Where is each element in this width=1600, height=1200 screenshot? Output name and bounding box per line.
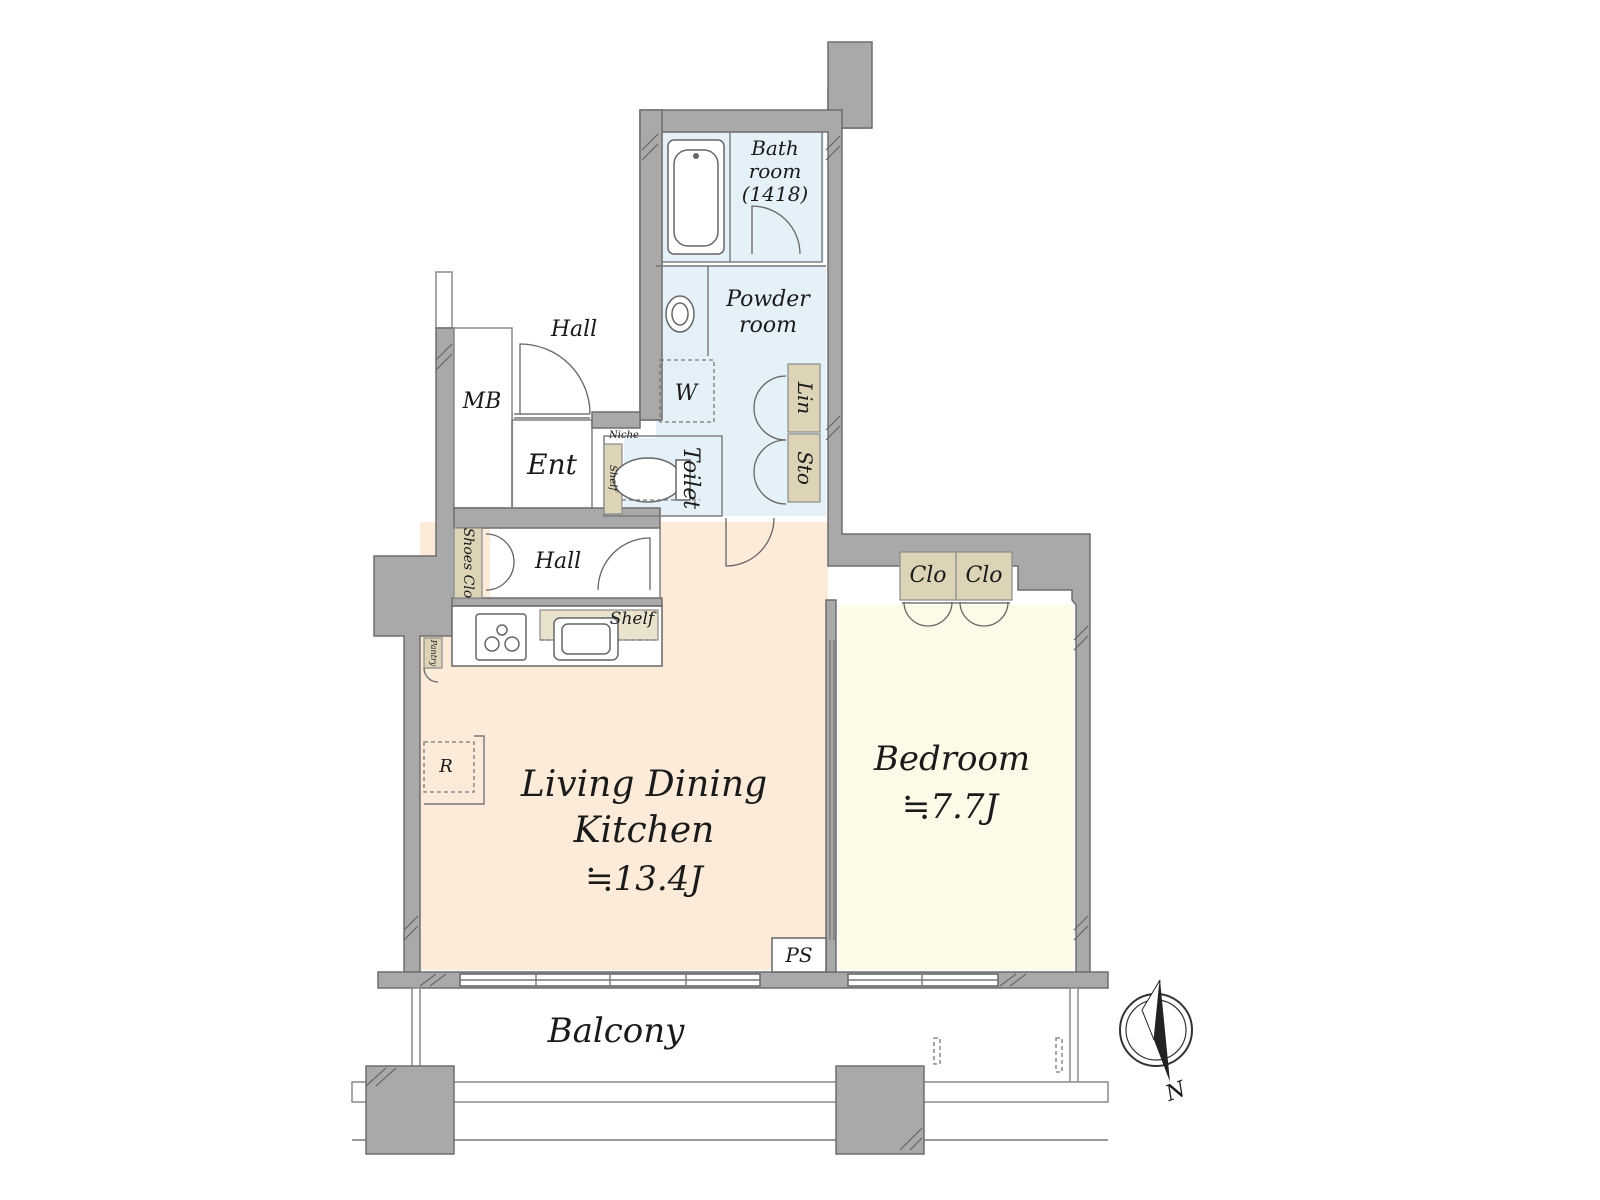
refrigerator-space bbox=[423, 741, 475, 793]
refrigerator-label: R bbox=[438, 756, 453, 777]
entrance-label: Ent bbox=[526, 448, 577, 481]
pantry-label: Pantry bbox=[429, 639, 438, 667]
washer-label: W bbox=[675, 381, 700, 406]
stove-icon bbox=[475, 613, 527, 661]
toilet-label: Toilet bbox=[678, 447, 703, 509]
hall-lower-label: Hall bbox=[534, 549, 581, 574]
niche-label: Niche bbox=[608, 430, 639, 441]
lower-hall-floor bbox=[490, 528, 660, 598]
powder-room bbox=[656, 265, 826, 567]
window-sashes bbox=[459, 640, 999, 987]
ldk-area-label: ≒13.4J bbox=[585, 859, 705, 899]
bath-label-line1: Bath bbox=[750, 136, 799, 160]
closet-left bbox=[899, 551, 957, 601]
washer-space bbox=[659, 359, 715, 423]
toilet-icon bbox=[613, 457, 683, 503]
bedroom-area-label: ≒7.7J bbox=[902, 787, 1001, 827]
bedroom-closets bbox=[899, 551, 1013, 627]
closet-left-label: Clo bbox=[909, 563, 946, 588]
ldk-upper-extension bbox=[660, 522, 828, 523]
bedroom-floor bbox=[838, 605, 1074, 970]
closet-right-label: Clo bbox=[965, 563, 1002, 588]
pantry-box bbox=[423, 637, 443, 669]
entry-door-swing bbox=[519, 343, 591, 415]
storage-label: Sto bbox=[793, 451, 817, 485]
kitchen bbox=[423, 605, 663, 805]
bathroom bbox=[661, 131, 823, 263]
ldk-label-line2: Kitchen bbox=[573, 810, 715, 851]
entrance-area bbox=[453, 343, 661, 599]
ldk-label-line1: Living Dining bbox=[520, 764, 767, 805]
shoes-closet-label: Shoes Clo bbox=[460, 528, 476, 599]
compass-needle-icon bbox=[1154, 980, 1170, 1082]
pipe-space bbox=[771, 937, 827, 973]
entrance-floor bbox=[512, 420, 592, 508]
toilet-shelf-label: Shelf bbox=[607, 465, 618, 493]
bath-label-line3: (1418) bbox=[742, 182, 809, 206]
linen-closet bbox=[787, 363, 821, 433]
room-labels: Living Dining Kitchen ≒13.4J Bedroom ≒7.… bbox=[462, 136, 1031, 1051]
closet-right bbox=[955, 551, 1013, 601]
kitchen-shelf-label: Shelf bbox=[610, 609, 657, 629]
linen-label: Lin bbox=[793, 381, 817, 415]
bedroom-label: Bedroom bbox=[873, 739, 1030, 779]
north-compass bbox=[1119, 979, 1193, 1082]
powder-label-line1: Powder bbox=[725, 287, 811, 312]
bath-label-line2: room bbox=[749, 159, 802, 183]
toilet-room bbox=[603, 435, 723, 517]
powder-label-line2: room bbox=[739, 313, 797, 338]
storage-closet bbox=[787, 433, 821, 503]
balcony-label: Balcony bbox=[547, 1011, 686, 1051]
shoes-closet bbox=[453, 527, 483, 599]
north-label: N bbox=[1162, 1077, 1190, 1108]
mb-label: MB bbox=[462, 389, 502, 414]
hall-upper-label: Hall bbox=[550, 317, 597, 342]
wall-hatches bbox=[365, 133, 1089, 1151]
pipe-space-label: PS bbox=[784, 943, 812, 967]
